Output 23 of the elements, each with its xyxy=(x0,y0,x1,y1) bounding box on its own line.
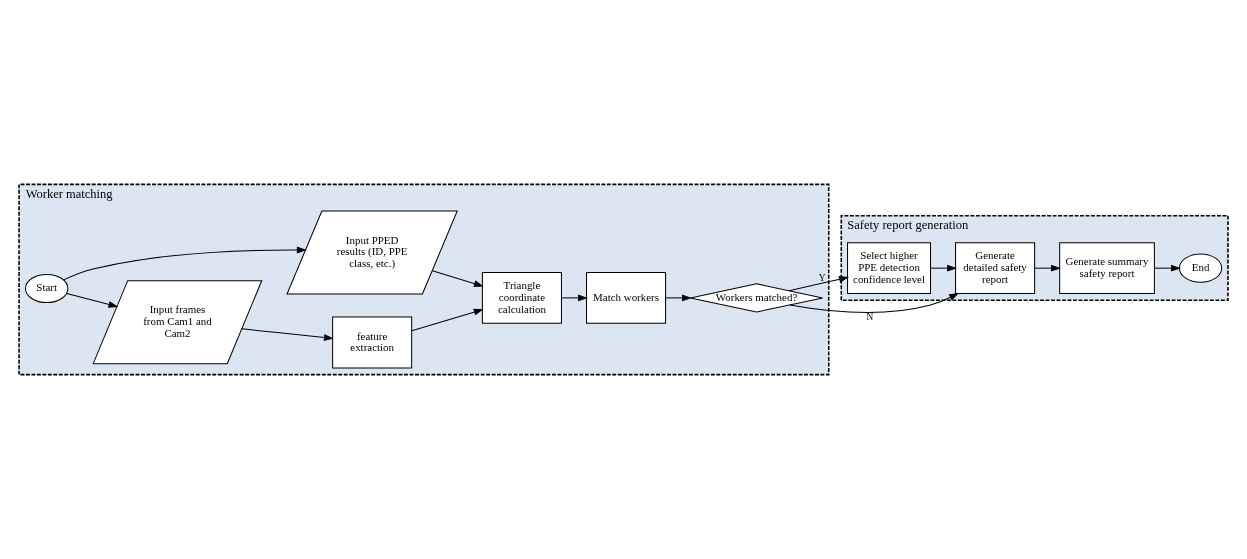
arrow xyxy=(930,264,957,272)
node-box: feature extraction xyxy=(332,316,413,369)
node-box: Generate summary safety report xyxy=(1059,242,1155,295)
node-box: Match workers xyxy=(586,271,667,324)
arrow xyxy=(411,308,484,332)
arrow xyxy=(63,246,307,281)
arrow xyxy=(1154,264,1181,272)
arrow xyxy=(665,294,692,302)
arrow xyxy=(789,292,959,313)
node-ellipse: Start xyxy=(24,273,69,304)
arrow xyxy=(241,328,334,341)
node-diamond: Workers matched? xyxy=(689,283,824,313)
edge-label: N xyxy=(866,311,874,322)
arrow xyxy=(431,270,484,287)
edge-label: Y xyxy=(818,273,826,284)
node-box: Select higher PPE detection confidence level xyxy=(847,242,931,295)
node-ellipse: End xyxy=(1178,253,1223,283)
arrow xyxy=(66,293,119,308)
arrow xyxy=(1034,264,1061,272)
arrow xyxy=(788,275,849,292)
node-box: Triangle coordinate calculation xyxy=(481,271,562,324)
arrow xyxy=(560,294,588,302)
node-box: Generate detailed safety report xyxy=(955,242,1036,295)
